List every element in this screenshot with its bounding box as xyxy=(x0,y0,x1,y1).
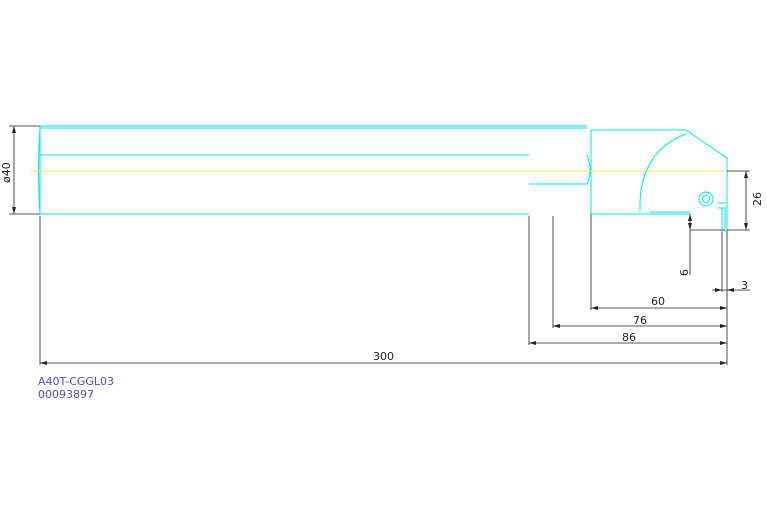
dim-tip-offset: 3 xyxy=(741,279,748,292)
dim-76: 76 xyxy=(633,314,647,327)
dim-notch: 6 xyxy=(678,269,691,276)
arrowheads xyxy=(12,126,748,365)
tool-outline xyxy=(38,125,728,232)
dim-height: 26 xyxy=(751,192,764,206)
part-name: A40T-CGGL03 xyxy=(38,375,115,388)
part-number: 00093897 xyxy=(38,388,94,401)
dim-total-length: 300 xyxy=(373,350,394,363)
dim-60: 60 xyxy=(651,295,665,308)
dim-diameter: ø40 xyxy=(0,162,13,183)
dimension-lines xyxy=(9,125,750,365)
dim-86: 86 xyxy=(622,331,636,344)
